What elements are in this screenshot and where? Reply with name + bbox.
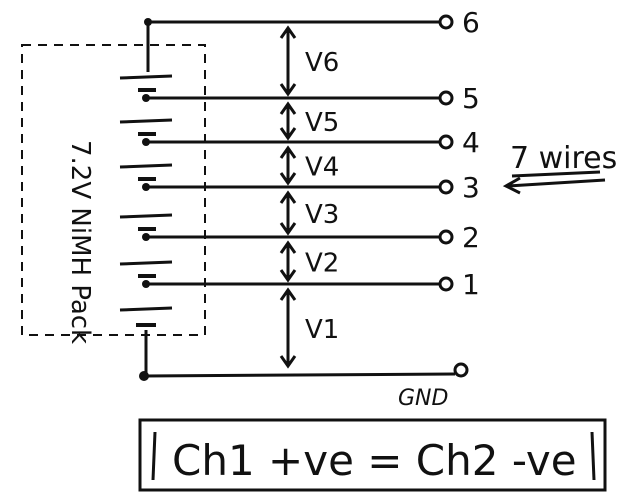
terminal-label-1: 1 [462, 268, 480, 301]
ground-label: GND [398, 386, 448, 411]
terminal-label-5: 5 [462, 82, 480, 115]
wires-note-underline [511, 170, 601, 178]
voltage-label-5: V5 [305, 108, 339, 138]
ground-wire [143, 372, 456, 378]
terminal-5[interactable] [438, 90, 454, 106]
pack-label: 7.2V NiMH Pack [65, 140, 95, 344]
pack-outline [21, 44, 206, 336]
cell-plate-long [119, 213, 173, 219]
voltage-label-6: V6 [305, 48, 339, 78]
equation-box [138, 418, 607, 492]
voltage-arrow-icon [279, 25, 297, 97]
terminal-label-3: 3 [462, 171, 480, 204]
equation-bar-right [590, 431, 596, 481]
cell-plate-long [119, 118, 173, 124]
tap-node-1 [142, 280, 150, 288]
voltage-arrow-icon [279, 287, 297, 369]
ground-terminal[interactable] [453, 362, 469, 378]
wires-note: 7 wires [510, 141, 617, 176]
tap-node-5 [142, 94, 150, 102]
voltage-arrow-icon [279, 101, 297, 141]
tap-node-2 [142, 233, 150, 241]
terminal-label-6: 6 [462, 6, 480, 39]
voltage-label-1: V1 [305, 315, 339, 345]
cell-plate-long [119, 260, 173, 266]
voltage-label-4: V4 [305, 153, 339, 183]
cell-plate-long [119, 163, 173, 169]
terminal-3[interactable] [438, 179, 454, 195]
voltage-arrow-icon [279, 240, 297, 283]
tap-node-4 [142, 138, 150, 146]
terminal-label-4: 4 [462, 126, 480, 159]
cell-plate-long [119, 74, 173, 80]
cell-plate-long [119, 306, 173, 312]
terminal-2[interactable] [438, 229, 454, 245]
equation-text: Ch1 +ve = Ch2 -ve [172, 436, 577, 485]
terminal-1[interactable] [438, 276, 454, 292]
equation-bar-left [151, 431, 157, 481]
voltage-label-3: V3 [305, 200, 339, 230]
terminal-4[interactable] [438, 134, 454, 150]
terminal-6[interactable] [438, 14, 454, 30]
voltage-arrow-icon [279, 145, 297, 186]
voltage-label-2: V2 [305, 249, 339, 279]
terminal-label-2: 2 [462, 221, 480, 254]
wires-arrow-icon [502, 176, 606, 195]
tap-node-3 [142, 183, 150, 191]
voltage-arrow-icon [279, 190, 297, 236]
